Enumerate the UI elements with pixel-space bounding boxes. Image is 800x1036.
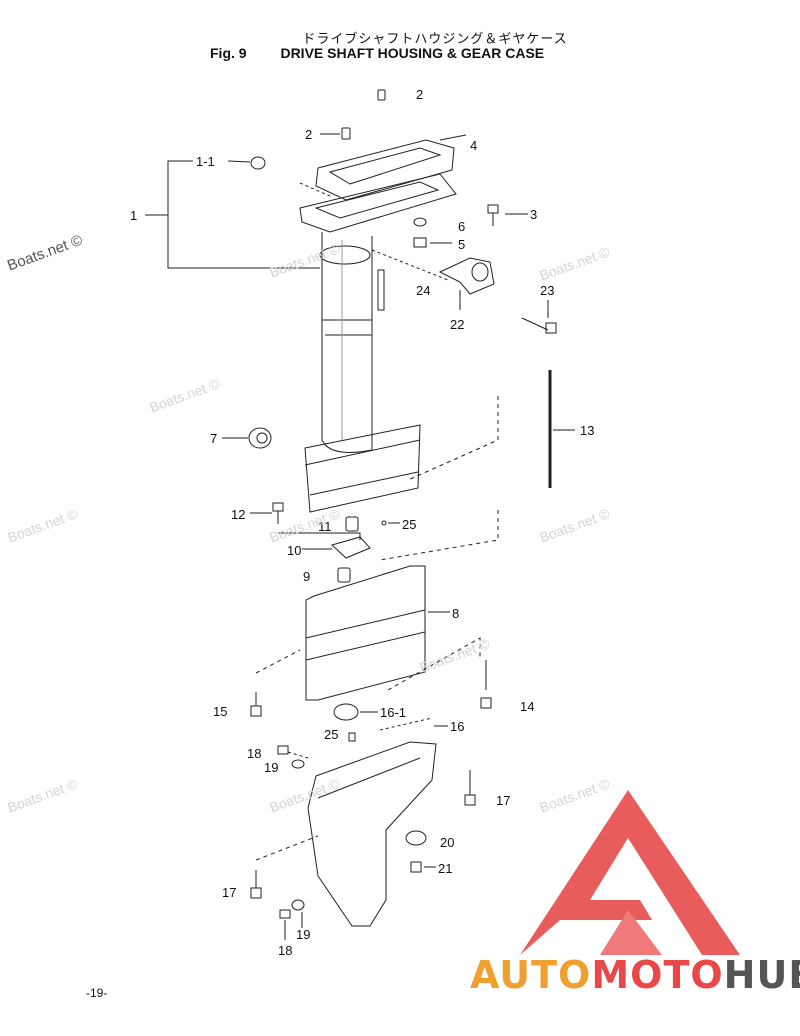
callout-1-1: 1-1 xyxy=(196,154,215,169)
callout-12: 12 xyxy=(231,507,246,522)
callout-14: 14 xyxy=(520,699,535,714)
figure-number: Fig. 9 xyxy=(210,45,247,61)
automotohub-logo-text: AUTOMOTOHUB xyxy=(470,953,800,997)
callout-25-lower: 25 xyxy=(324,727,339,742)
seal-part-16-1 xyxy=(333,703,359,721)
logo-text-hub: HUB xyxy=(723,953,800,997)
callout-25-upper: 25 xyxy=(402,517,417,532)
logo-text-moto: MOTO xyxy=(591,953,724,997)
callout-20: 20 xyxy=(440,835,455,850)
callout-3: 3 xyxy=(530,207,538,222)
pin-part-2 xyxy=(341,127,351,140)
callout-5: 5 xyxy=(458,237,466,252)
callout-7: 7 xyxy=(210,431,218,446)
page-number: -19- xyxy=(86,986,108,1000)
title-japanese: ドライブシャフトハウジング＆ギヤケース xyxy=(302,32,568,47)
callout-23: 23 xyxy=(540,283,555,298)
plate-part-10 xyxy=(331,536,371,559)
callout-18-upper: 18 xyxy=(247,746,262,761)
callout-24: 24 xyxy=(416,283,431,298)
extension-case-part-8 xyxy=(305,565,426,701)
callout-18-lower: 18 xyxy=(278,943,293,958)
callout-22: 22 xyxy=(450,317,465,332)
callout-17-lower: 17 xyxy=(222,885,237,900)
seal-part-7 xyxy=(248,427,272,449)
callout-2: 2 xyxy=(305,127,313,142)
callout-4: 4 xyxy=(470,138,478,153)
callout-10: 10 xyxy=(287,543,302,558)
callout-19-upper: 19 xyxy=(264,760,279,775)
callout-17-right: 17 xyxy=(496,793,511,808)
callout-11: 11 xyxy=(318,519,332,534)
ring-part-1-1 xyxy=(250,156,266,170)
bushing-part-11 xyxy=(345,516,359,532)
callout-2-top: 2 xyxy=(416,87,424,102)
drive-shaft-housing xyxy=(321,232,373,453)
figure-title: Fig. 9 DRIVE SHAFT HOUSING & GEAR CASE xyxy=(210,45,544,61)
gasket-plate-part-4 xyxy=(315,139,455,201)
callout-9: 9 xyxy=(303,569,311,584)
washer-part-20 xyxy=(405,830,427,846)
housing-flange xyxy=(299,173,457,233)
callout-13: 13 xyxy=(580,423,595,438)
logo-text-auto: AUTO xyxy=(470,953,592,997)
automotohub-logo xyxy=(520,790,740,955)
anti-ventilation-plate xyxy=(304,424,421,513)
callout-1: 1 xyxy=(130,208,138,223)
pin-part-2-top xyxy=(377,89,386,101)
pin-part-24 xyxy=(377,269,385,311)
callout-15: 15 xyxy=(213,704,228,719)
figure-title-text: DRIVE SHAFT HOUSING & GEAR CASE xyxy=(280,45,545,61)
callout-21: 21 xyxy=(438,861,453,876)
callout-16: 16 xyxy=(450,719,465,734)
callout-19-lower: 19 xyxy=(296,927,311,942)
gear-case-part-16 xyxy=(307,741,437,927)
callout-6: 6 xyxy=(458,219,466,234)
clamp-part-22 xyxy=(438,257,495,295)
callout-16-1: 16-1 xyxy=(380,705,407,720)
callout-8: 8 xyxy=(452,606,460,621)
